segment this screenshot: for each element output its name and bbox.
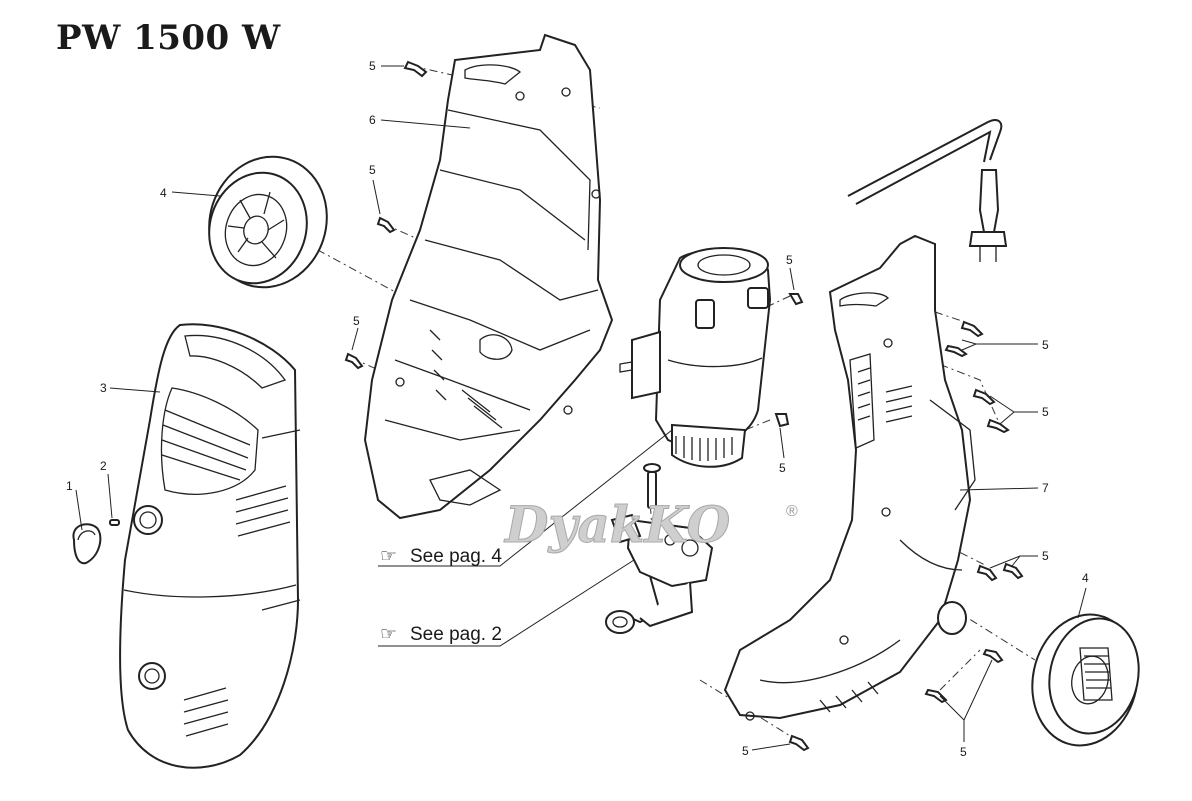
callout-5-bottom-left: 5 xyxy=(742,744,749,758)
part-2-pin xyxy=(109,519,120,526)
callout-labels: 1 2 3 4 5 6 5 5 5 5 5 5 7 5 4 5 5 xyxy=(66,59,1089,759)
motor-assembly xyxy=(619,247,772,468)
callout-5-right-c: 5 xyxy=(1042,549,1049,563)
leader-lines xyxy=(75,65,1087,751)
pump-assembly xyxy=(605,463,714,634)
reference-pag4-text: See pag. 4 xyxy=(410,546,502,567)
part-4-wheel-right xyxy=(1031,613,1140,747)
part-3-front-cover xyxy=(119,323,301,769)
callout-5-top: 5 xyxy=(369,59,376,73)
callout-3: 3 xyxy=(100,381,107,395)
callout-5-motor-top: 5 xyxy=(786,253,793,267)
callout-4-left: 4 xyxy=(160,186,167,200)
watermark: DyakKO ® xyxy=(503,495,799,555)
pointing-hand-icon: ☞ xyxy=(380,546,397,567)
callout-5-mid1: 5 xyxy=(369,163,376,177)
part-7-front-housing xyxy=(723,234,976,721)
callout-5-right-b: 5 xyxy=(1042,405,1049,419)
part-1-knob xyxy=(72,523,102,565)
power-cord xyxy=(847,119,1008,262)
watermark-registered-mark: ® xyxy=(786,503,798,520)
callout-5-motor-bottom: 5 xyxy=(779,461,786,475)
reference-pag2: ☞ See pag. 2 xyxy=(380,624,502,645)
callout-4-right: 4 xyxy=(1082,571,1089,585)
page-title: PW 1500 W xyxy=(56,18,281,58)
callout-1: 1 xyxy=(66,479,73,493)
callout-5-right-a: 5 xyxy=(1042,338,1049,352)
pointing-hand-icon: ☞ xyxy=(380,624,397,645)
callout-5-mid2: 5 xyxy=(353,314,360,328)
part-4-wheel-left xyxy=(208,155,328,289)
watermark-text: DyakKO xyxy=(503,495,731,554)
callout-7: 7 xyxy=(1042,481,1049,495)
callout-6: 6 xyxy=(369,113,376,127)
callout-2: 2 xyxy=(100,459,107,473)
part-6-rear-housing xyxy=(363,33,614,520)
reference-pag2-text: See pag. 2 xyxy=(410,624,502,645)
callout-5-bottom-right: 5 xyxy=(960,745,967,759)
reference-pag4: ☞ See pag. 4 xyxy=(380,546,502,567)
